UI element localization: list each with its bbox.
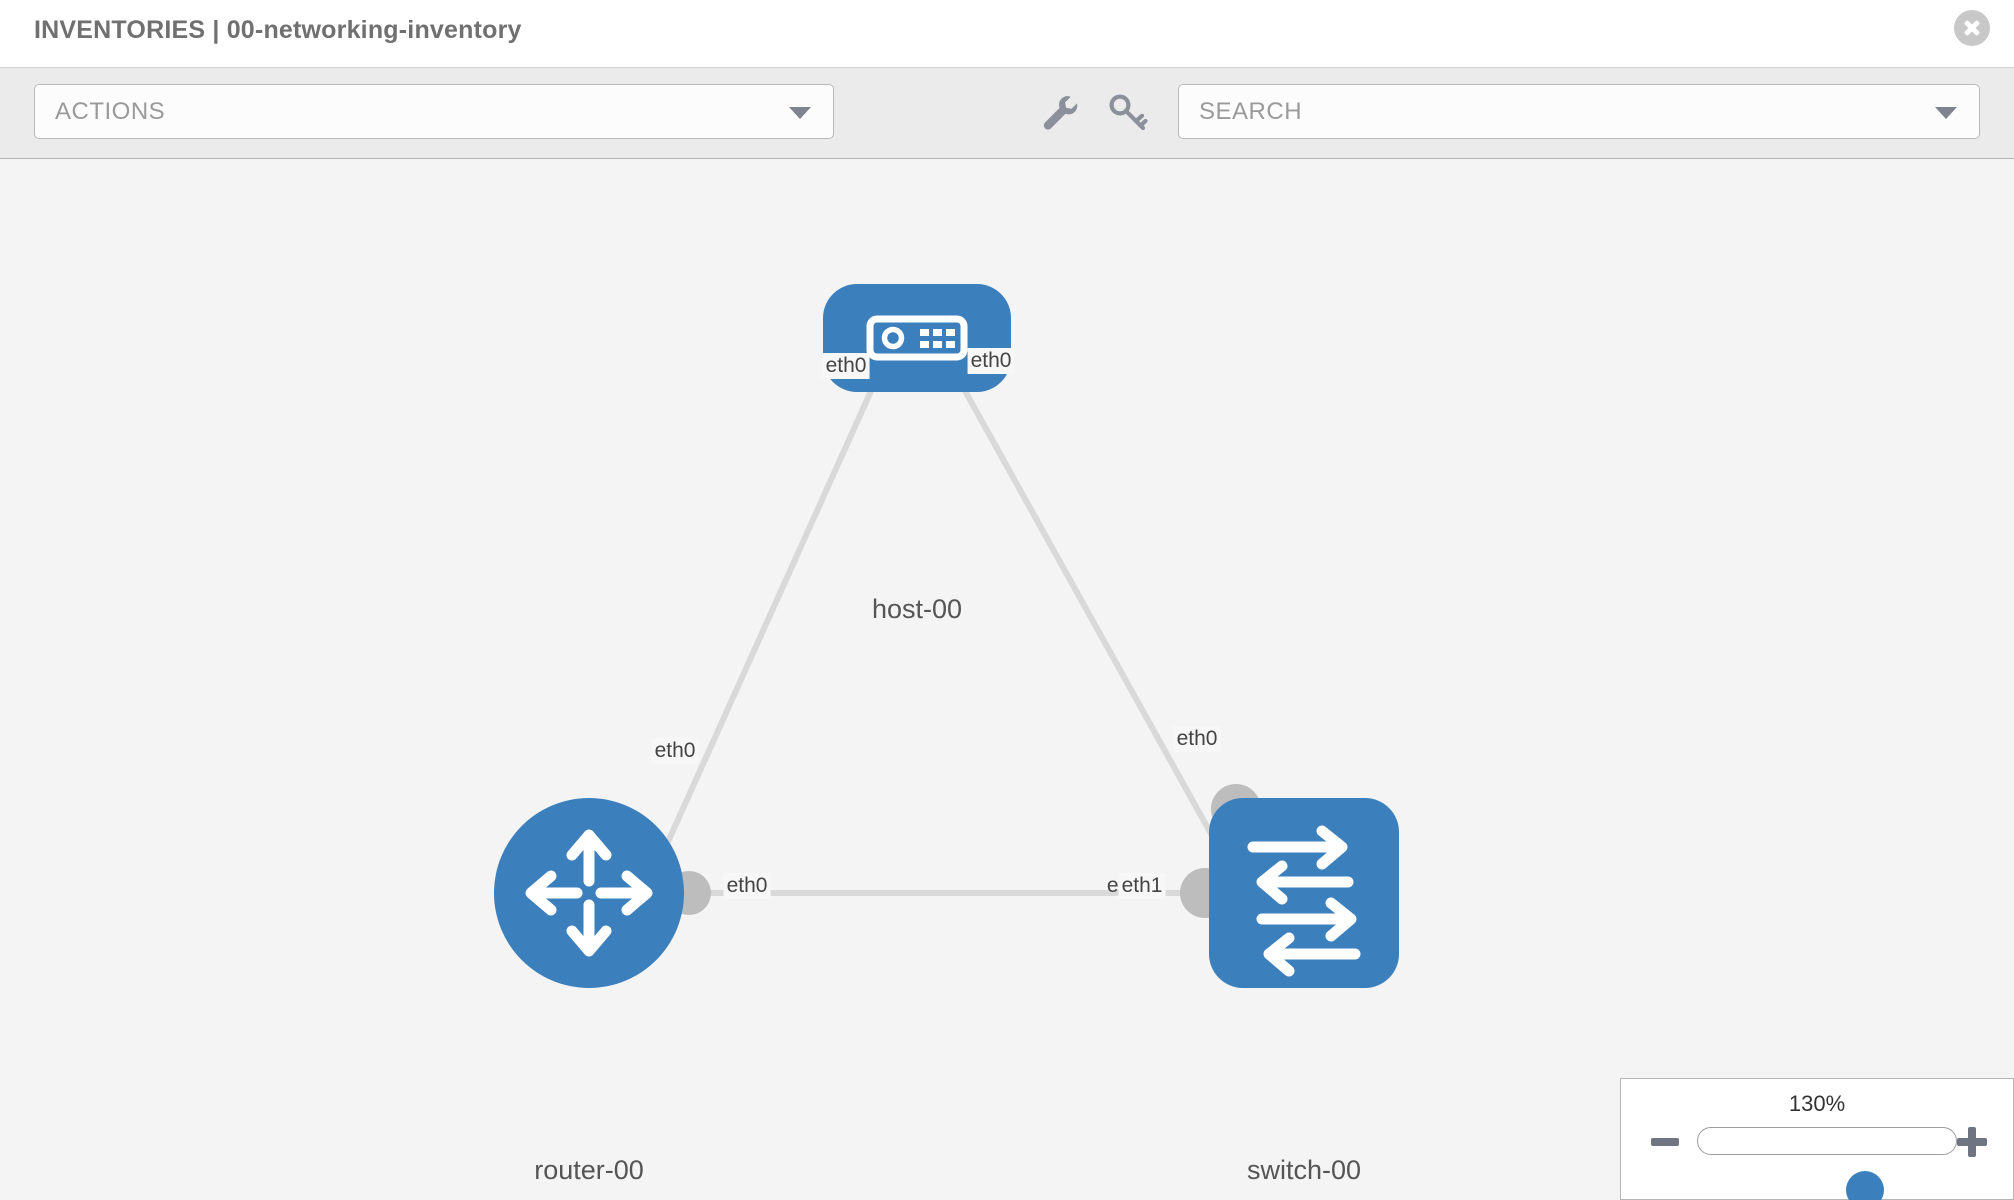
node-router-00: [494, 798, 684, 988]
zoom-slider-thumb[interactable]: [1846, 1171, 1884, 1200]
minus-icon[interactable]: [1651, 1138, 1679, 1146]
interface-label: eth0: [967, 348, 1015, 374]
zoom-slider-track[interactable]: [1697, 1127, 1957, 1200]
topology-graph: [494, 284, 1399, 988]
page-header: INVENTORIES | 00-networking-inventory: [0, 0, 2014, 67]
interface-label: eth1: [1118, 873, 1166, 899]
zoom-level-value: 130%: [1788, 1091, 1846, 1116]
node-switch-00: [1209, 798, 1399, 988]
interface-label: eth0: [822, 353, 870, 379]
interface-label: eth0: [651, 738, 699, 764]
node-host-00: [823, 284, 1011, 392]
topology-canvas[interactable]: eth0 eth0 eth0 eth0 eth0 etl eth1 host-0…: [0, 159, 2014, 1200]
key-icon[interactable]: [1105, 90, 1149, 134]
chevron-down-icon: [789, 106, 811, 119]
link-host00-switch00: [951, 369, 1253, 906]
topology-connectors: [667, 332, 1261, 918]
link-host00-router00: [637, 369, 883, 906]
node-label-host-00: host-00: [868, 594, 966, 625]
topology-links: [637, 369, 1253, 906]
node-label-router-00: router-00: [531, 1155, 647, 1186]
interface-label: eth0: [1173, 726, 1221, 752]
search-input[interactable]: SEARCH: [1178, 84, 1980, 139]
switch-arrows-icon: [1247, 825, 1361, 977]
actions-dropdown-label: ACTIONS: [55, 98, 166, 125]
zoom-control-panel: 130%: [1620, 1078, 2014, 1200]
chevron-down-icon[interactable]: [1935, 106, 1957, 119]
interface-label: eth0: [723, 873, 771, 899]
server-icon: [866, 315, 968, 361]
search-placeholder: SEARCH: [1199, 98, 1303, 125]
plus-icon[interactable]: [1957, 1127, 1987, 1157]
close-icon[interactable]: [1954, 10, 1990, 46]
toolbar: ACTIONS SEARCH: [0, 67, 2014, 159]
router-arrows-icon: [525, 829, 653, 957]
actions-dropdown[interactable]: ACTIONS: [34, 84, 834, 139]
node-label-switch-00: switch-00: [1243, 1155, 1365, 1186]
wrench-icon[interactable]: [1037, 90, 1081, 134]
page-title: INVENTORIES | 00-networking-inventory: [34, 16, 522, 44]
